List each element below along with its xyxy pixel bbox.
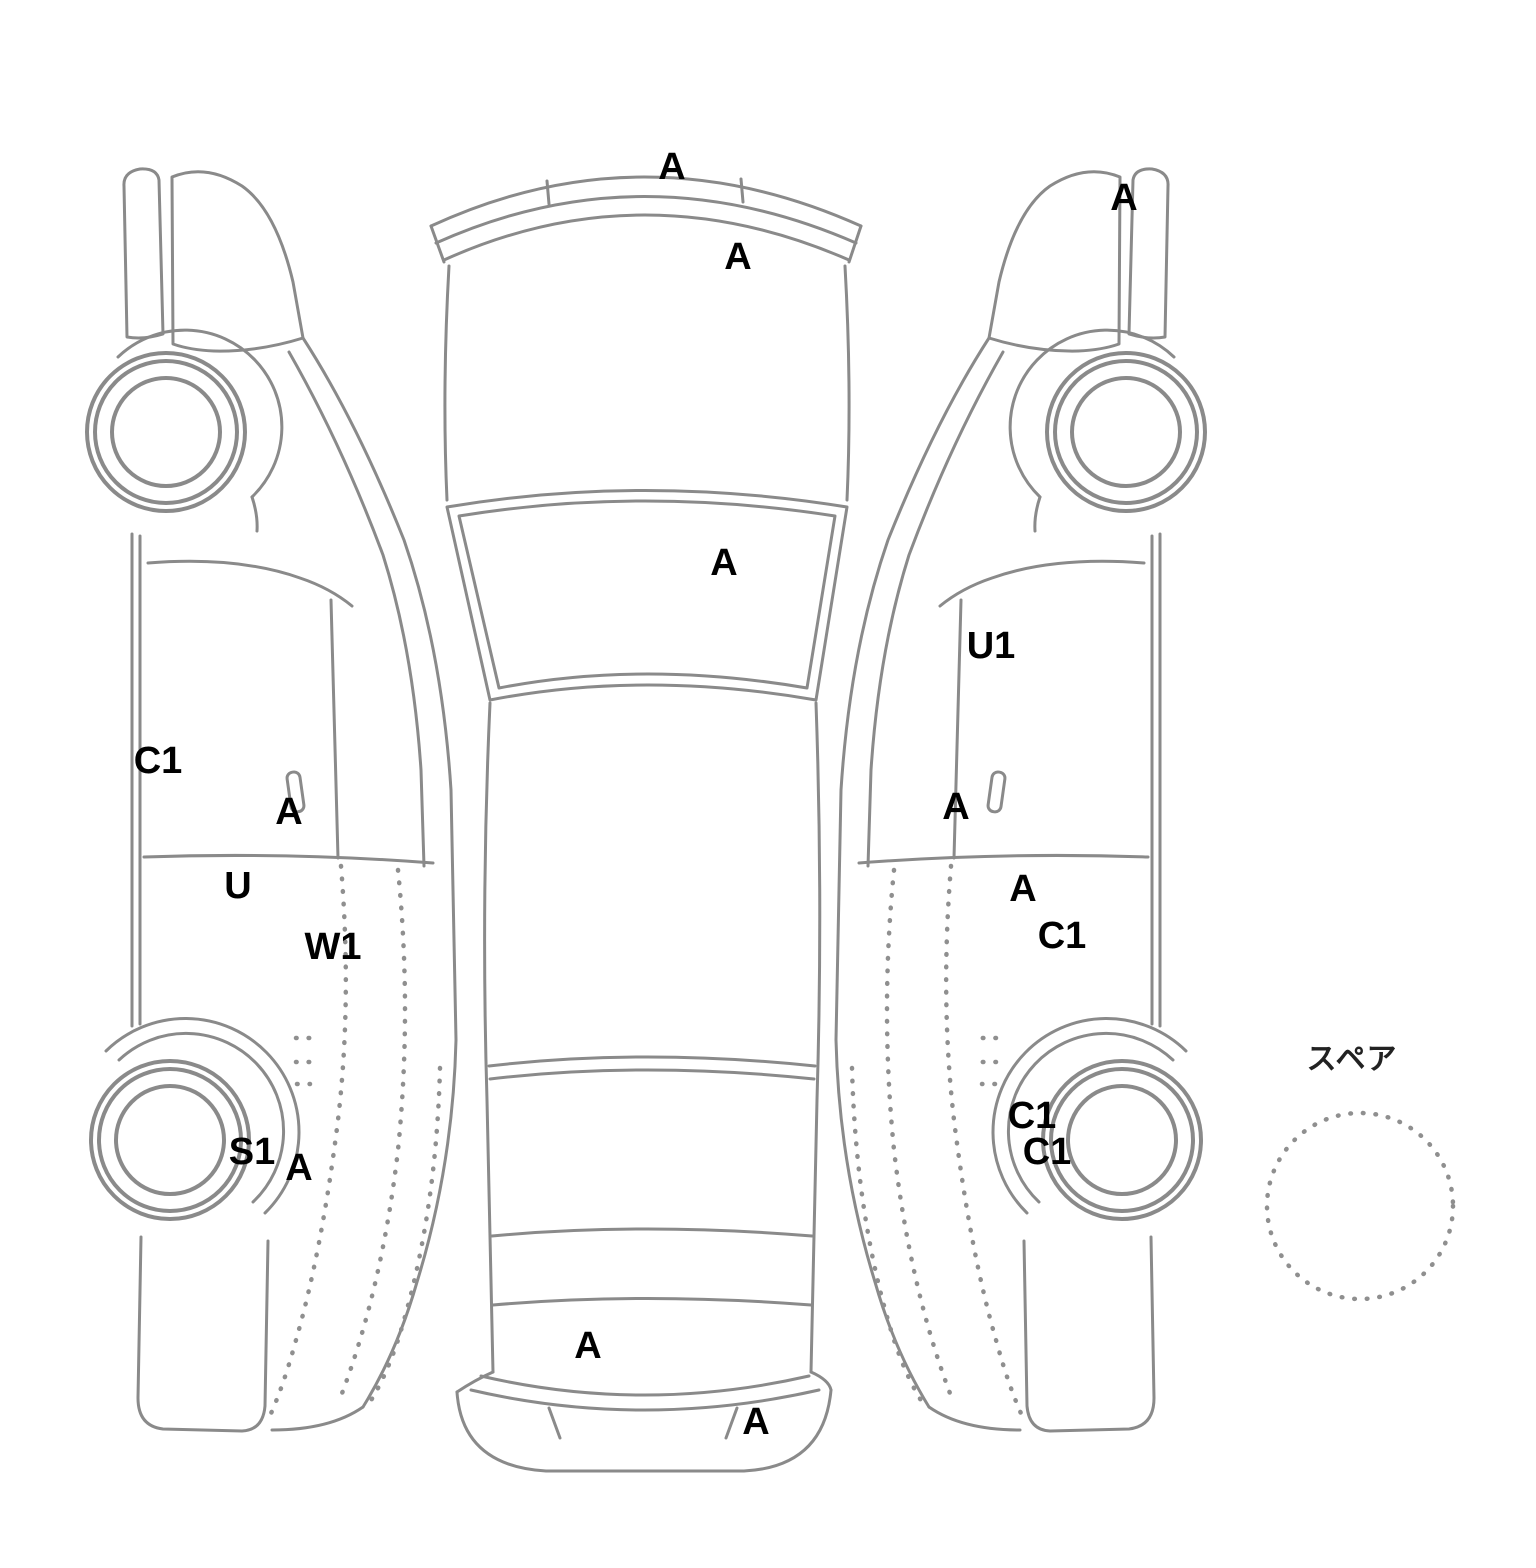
damage-marker: A bbox=[742, 1401, 770, 1443]
damage-marker: C1 bbox=[1022, 1131, 1072, 1173]
damage-marker: S1 bbox=[228, 1131, 276, 1173]
left-side-view bbox=[87, 169, 456, 1431]
damage-marker: C1 bbox=[1037, 915, 1087, 957]
damage-marker: A bbox=[710, 542, 738, 584]
damage-marker: U1 bbox=[966, 625, 1016, 667]
damage-marker: A bbox=[574, 1325, 602, 1367]
damage-marker: A bbox=[658, 146, 686, 188]
right-side-view bbox=[836, 169, 1205, 1431]
damage-marker: W1 bbox=[304, 926, 362, 968]
damage-marker: U bbox=[224, 865, 252, 907]
damage-marker: A bbox=[1110, 177, 1138, 219]
damage-marker: A bbox=[275, 791, 303, 833]
damage-marker: C1 bbox=[133, 740, 183, 782]
damage-marker: A bbox=[285, 1147, 313, 1189]
damage-marker: A bbox=[942, 786, 970, 828]
damage-marker: A bbox=[724, 236, 752, 278]
damage-marker: A bbox=[1009, 868, 1037, 910]
spare-tire bbox=[1264, 1110, 1456, 1302]
spare-tire-label: スペア bbox=[1306, 1043, 1398, 1076]
damage-marker: C1 bbox=[1007, 1095, 1057, 1137]
top-view bbox=[429, 175, 863, 1473]
